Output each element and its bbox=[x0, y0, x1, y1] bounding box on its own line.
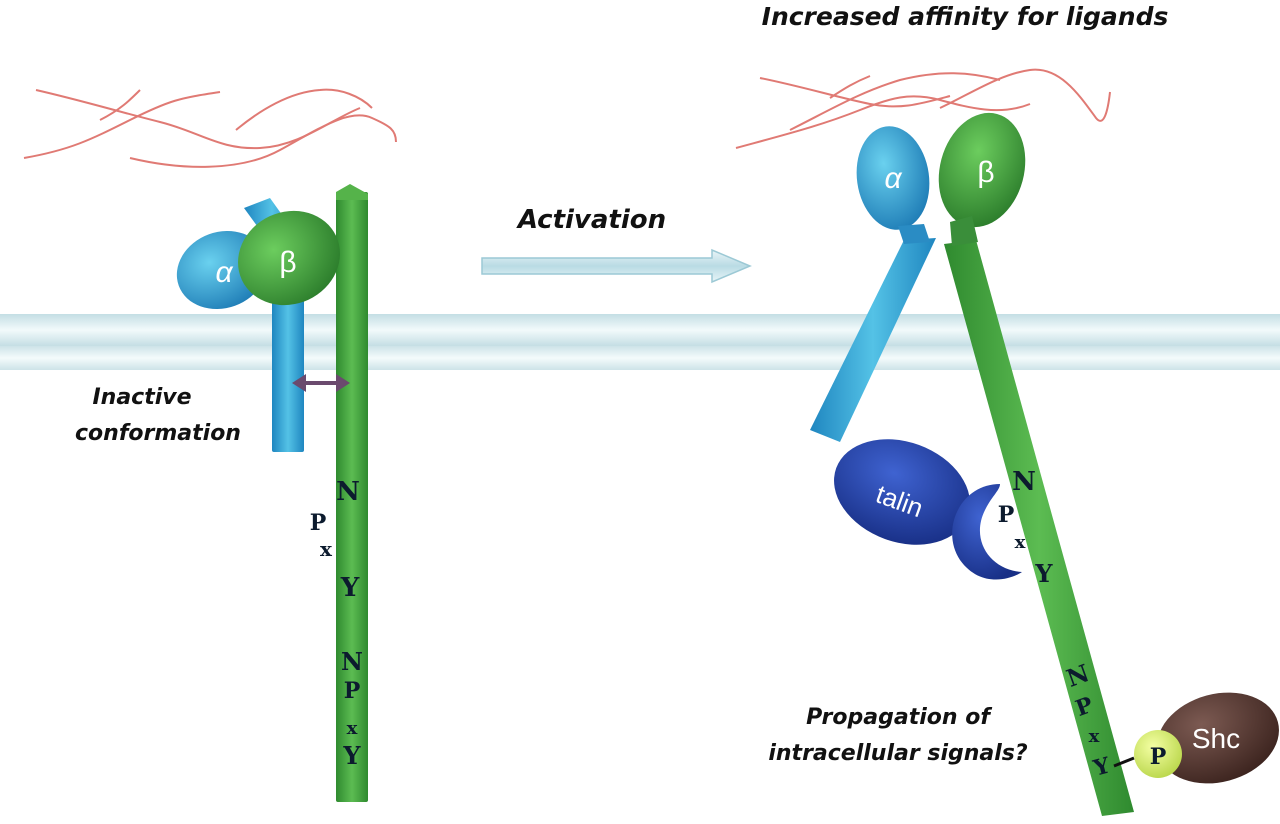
phospho-group bbox=[1134, 730, 1182, 778]
motif-left-top-n: N bbox=[336, 477, 360, 507]
shc-protein bbox=[1157, 692, 1279, 784]
activation-label: Activation bbox=[516, 205, 666, 235]
activation-arrow bbox=[481, 248, 752, 284]
alpha-leg-active bbox=[810, 238, 936, 442]
motif-right-top-p: P bbox=[998, 502, 1015, 528]
motif-left-bottom-p: P bbox=[344, 678, 361, 704]
beta-leg-inactive bbox=[336, 192, 368, 802]
signal-label-line2: intracellular signals? bbox=[768, 741, 1028, 766]
alpha-leg-inactive bbox=[272, 296, 304, 452]
inactive-label-line2: conformation bbox=[75, 421, 241, 446]
shc-label: Shc bbox=[1192, 723, 1240, 754]
integrin-inactive: α β N P x Y N P x Y bbox=[176, 184, 368, 802]
beta-head-inactive bbox=[238, 210, 340, 306]
motif-right-top-x: x bbox=[1015, 532, 1026, 553]
alpha-label-active: α bbox=[884, 162, 902, 195]
beta-label-inactive: β bbox=[279, 246, 296, 279]
alpha-head-active bbox=[856, 126, 930, 230]
beta-head-active bbox=[938, 112, 1026, 228]
motif-left-bottom-n: N bbox=[341, 647, 363, 676]
title-label: Increased affinity for ligands bbox=[762, 2, 1169, 31]
motif-right-top-y: Y bbox=[1034, 559, 1053, 588]
motif-left-top-y: Y bbox=[340, 573, 360, 603]
phospho-label: P bbox=[1150, 744, 1167, 770]
motif-left-top-x: x bbox=[320, 537, 333, 561]
beta-label-active: β bbox=[977, 156, 994, 189]
integrin-active: β α talin N P x Y N P x Y Shc P bbox=[810, 112, 1279, 816]
signal-label-line1: Propagation of bbox=[806, 705, 992, 730]
beta-leg-active bbox=[944, 240, 1134, 816]
motif-left-top-p: P bbox=[310, 510, 327, 536]
ligand-fibers-right bbox=[735, 68, 1111, 149]
inactive-label-line1: Inactive bbox=[92, 385, 191, 410]
motif-left-bottom-x: x bbox=[347, 718, 358, 739]
interaction-arrow bbox=[292, 374, 350, 392]
motif-right-top-n: N bbox=[1012, 467, 1036, 497]
talin-protein: talin bbox=[834, 439, 1022, 580]
motif-right-bottom-y: Y bbox=[1090, 752, 1113, 782]
ligand-fibers-left bbox=[23, 88, 397, 168]
cell-membrane bbox=[0, 314, 1280, 370]
alpha-label-inactive: α bbox=[215, 256, 233, 289]
motif-left-bottom-y: Y bbox=[342, 741, 361, 770]
motif-right-bottom-x: x bbox=[1089, 726, 1100, 747]
